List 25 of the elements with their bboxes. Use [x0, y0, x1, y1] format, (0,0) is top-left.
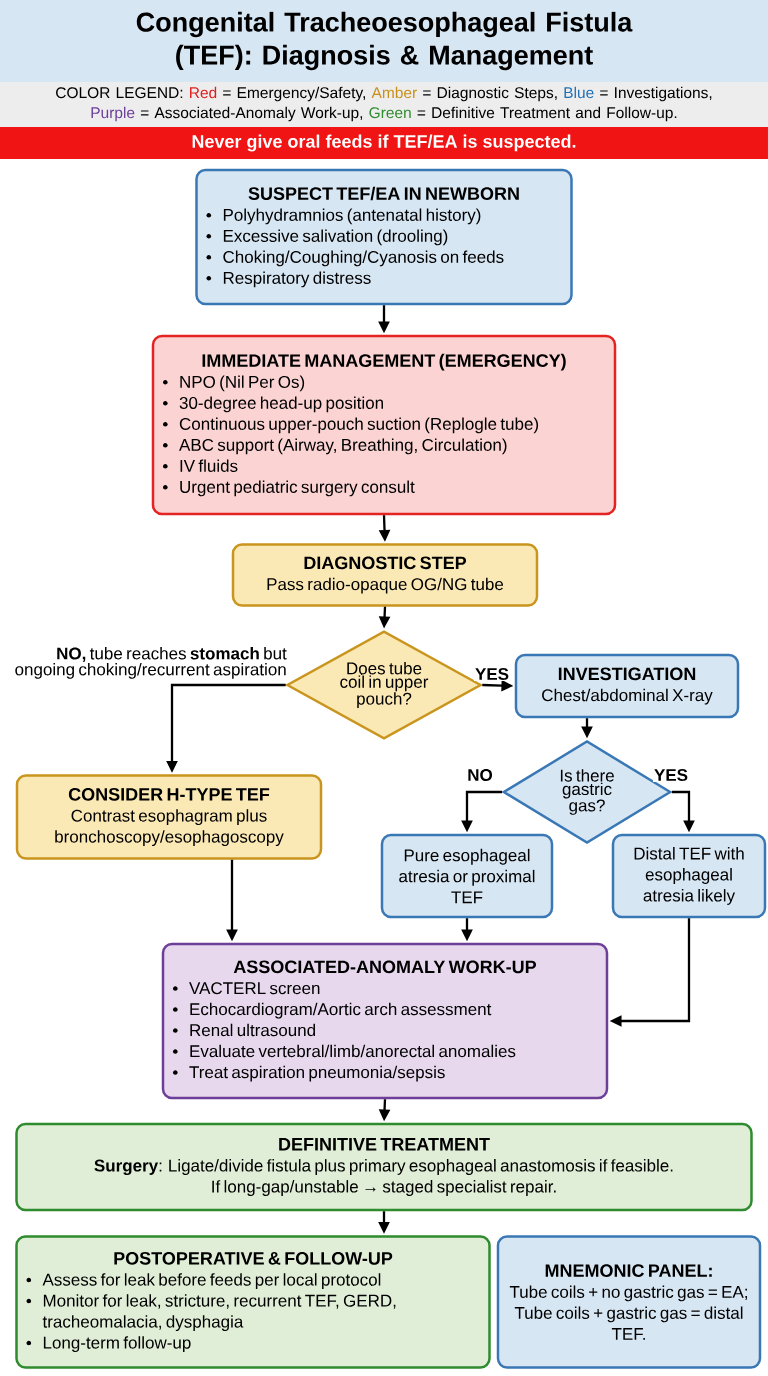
- legend-text: = Investigations,: [600, 86, 712, 102]
- legend-text: = Diagnostic Steps,: [423, 86, 557, 102]
- legend-key: Amber: [371, 86, 417, 99]
- edge-label: YES: [653, 768, 689, 783]
- process-box: IMMEDIATE MANAGEMENT (EMERGENCY) NPO (Nil Per Os) 30-degree head-up position Continuous upper-pouch suction (Replogle tube) ABC support (Airway, Breathing, Circulation) IV fluids Urgent pediatric surgery consult: [151, 334, 617, 516]
- legend-text: = Emergency/Safety,: [223, 86, 365, 102]
- process-box: DIAGNOSTIC STEP Pass radio-opaque OG/NG tube: [231, 543, 539, 607]
- legend-key: Red: [190, 86, 217, 99]
- legend-key: Purple: [91, 106, 135, 122]
- info-panel: MNEMONIC PANEL: Tube coils + no gastric gas = EA; Tube coils + gastric gas = distal TEF.: [496, 1235, 762, 1369]
- process-box: DEFINITIVE TREATMENT Surgery: Ligate/divide fistula plus primary esophageal anastomosis if feasible. If long-gap/unstable → staged specialist repair.: [15, 1122, 753, 1212]
- warning-banner: Never give oral feeds if TEF/EA is suspected.: [0, 127, 768, 159]
- process-box: SUSPECT TEF/EA IN NEWBORN Polyhydramnios (antenatal history) Excessive salivation (drooling) Choking/Coughing/Cyanosis on feeds Respiratory distress: [195, 168, 573, 306]
- legend-key: Blue: [564, 86, 594, 99]
- process-box: CONSIDER H-TYPE TEF Contrast esophagram plus bronchoscopy/esophagoscopy: [15, 774, 323, 860]
- process-box: POSTOPERATIVE & FOLLOW-UP Assess for leak before feeds per local protocol Monitor for leak, stricture, recurrent TEF, GERD, tracheomalacia, dysphagia Long-term follow-up: [15, 1235, 491, 1369]
- legend-text: COLOR LEGEND:: [56, 87, 183, 99]
- process-box: INVESTIGATION Chest/abdominal X-ray: [514, 653, 740, 719]
- edge-label: NO: [466, 768, 494, 783]
- process-box: Pure esophageal atresia or proximal TEF: [380, 833, 554, 919]
- process-box: Distal TEF with esophageal atresia likely: [611, 833, 767, 919]
- title: Congenital Tracheoesophageal Fistula (TEF): Diagnosis & Management: [0, 0, 768, 82]
- legend-key: Green: [369, 107, 411, 119]
- edge-label: YES: [474, 667, 510, 682]
- process-box: ASSOCIATED-ANOMALY WORK-UP VACTERL screen Echocardiogram/Aortic arch assessment Renal ultrasound Evaluate vertebral/limb/anorectal anomalies Treat aspiration pneumonia/sepsis: [161, 942, 609, 1100]
